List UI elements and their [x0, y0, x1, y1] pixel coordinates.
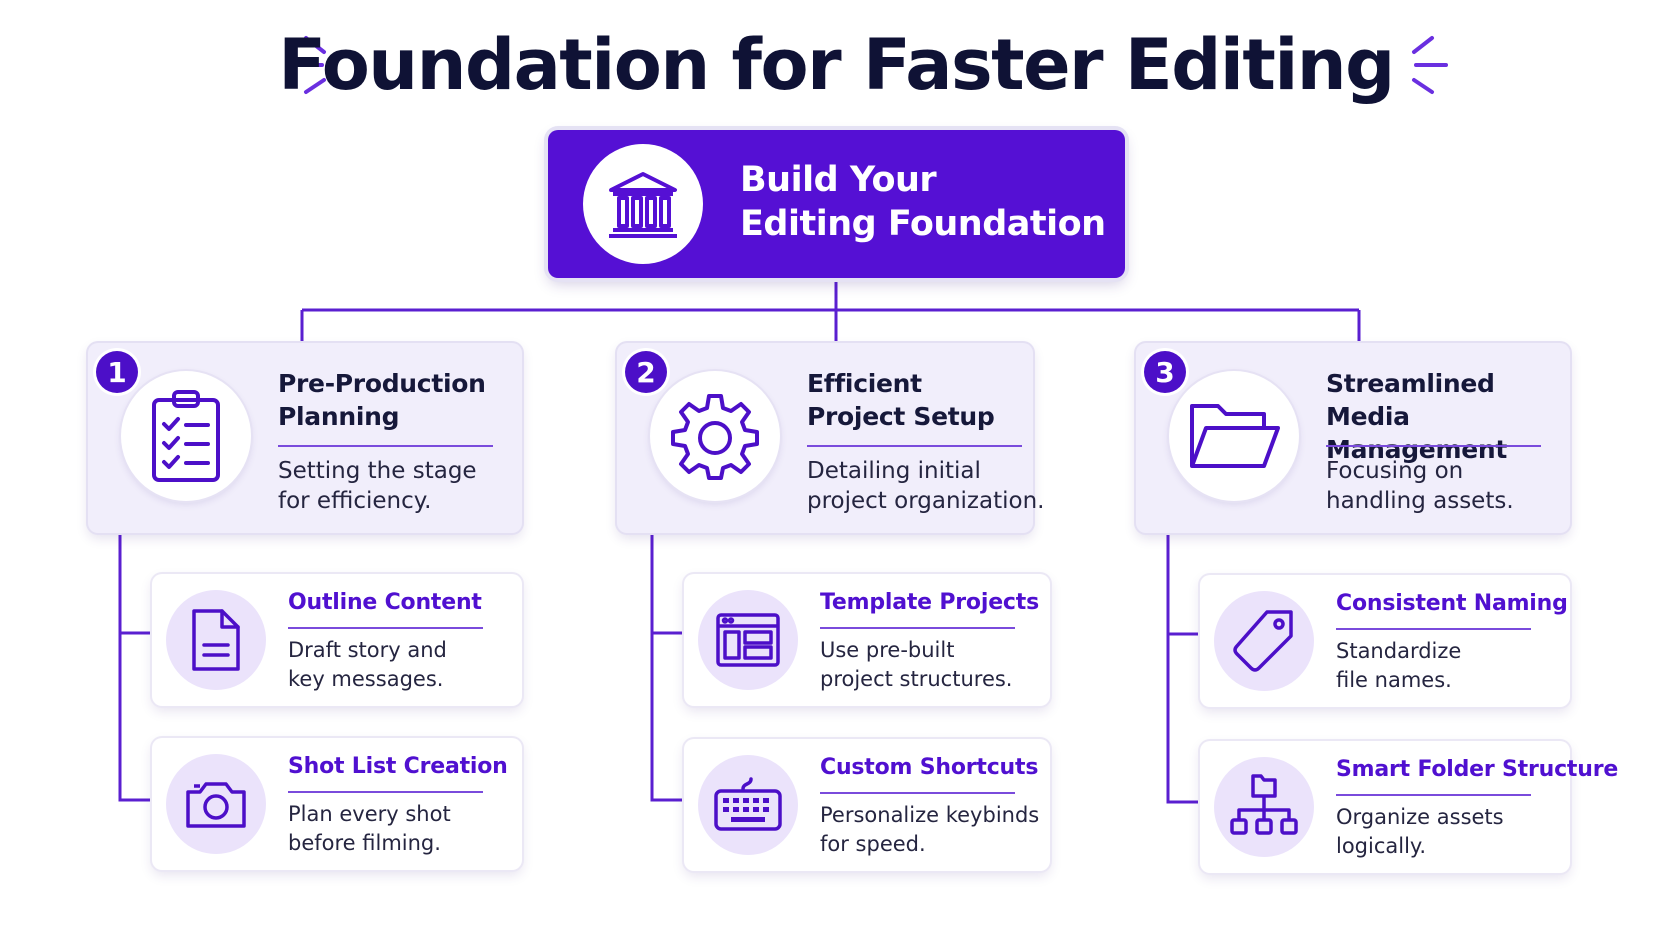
branch-title: Streamlined Media Management	[1326, 369, 1508, 464]
root-title: Build Your Editing Foundation	[740, 160, 1106, 244]
sub-title: Shot List Creation	[288, 754, 508, 779]
sub-divider	[1336, 794, 1531, 796]
branch-card-media-management: 3 Streamlined Media Management Focusing …	[1136, 343, 1570, 533]
sub-icon-circle	[166, 590, 266, 690]
sub-title: Custom Shortcuts	[820, 755, 1039, 780]
branch-divider	[807, 445, 1022, 447]
branch-divider	[1326, 445, 1541, 447]
sub-card-template-projects: Template Projects Use pre-built project …	[684, 574, 1050, 706]
sub-divider	[820, 627, 1015, 629]
sub-divider	[288, 791, 483, 793]
root-node: Build Your Editing Foundation	[548, 130, 1125, 278]
branch-description: Detailing initial project organization.	[807, 458, 1045, 514]
sub-card-outline-content: Outline Content Draft story and key mess…	[152, 574, 522, 706]
step-number-badge: 2	[625, 351, 667, 393]
left-sparkle-icon	[290, 36, 326, 94]
step-number-badge: 3	[1144, 351, 1186, 393]
branch-title: Efficient Project Setup	[807, 369, 995, 431]
root-icon-circle	[583, 144, 703, 264]
sub-divider	[288, 627, 483, 629]
folder-hierarchy-icon	[1230, 774, 1298, 835]
sub-card-shot-list: Shot List Creation Plan every shot befor…	[152, 738, 522, 870]
page-title: Foundation for Faster Editing	[278, 24, 1395, 106]
sub-title: Smart Folder Structure	[1336, 757, 1619, 782]
branch-icon-circle	[650, 371, 780, 501]
document-icon	[192, 609, 240, 671]
sub-icon-circle	[1214, 757, 1314, 857]
sub-title: Outline Content	[288, 590, 482, 615]
step-number-badge: 1	[96, 351, 138, 393]
keyboard-icon	[714, 777, 782, 831]
branch-divider	[278, 445, 493, 447]
sub-divider	[1336, 628, 1531, 630]
sub-divider	[820, 792, 1015, 794]
sub-description: Draft story and key messages.	[288, 638, 447, 691]
folder-icon	[1190, 404, 1280, 468]
clipboard-checklist-icon	[152, 390, 220, 482]
branch-card-project-setup: 2 Efficient Project Setup Detailing init…	[617, 343, 1044, 533]
sub-card-smart-folder: Smart Folder Structure Organize assets l…	[1200, 741, 1619, 873]
sub-description: Use pre-built project structures.	[820, 638, 1013, 691]
sub-card-consistent-naming: Consistent Naming Standardize file names…	[1200, 575, 1570, 707]
sub-description: Plan every shot before filming.	[288, 802, 451, 855]
sub-icon-circle	[698, 755, 798, 855]
sub-icon-circle	[698, 590, 798, 690]
institution-columns-icon	[609, 172, 677, 238]
branch-icon-circle	[121, 371, 251, 501]
template-layout-icon	[716, 613, 780, 667]
sub-description: Standardize file names.	[1336, 639, 1462, 692]
sub-title: Template Projects	[820, 590, 1039, 615]
camera-icon	[186, 782, 246, 828]
sub-title: Consistent Naming	[1336, 591, 1568, 616]
sub-icon-circle	[1214, 591, 1314, 691]
branch-card-pre-production: 1 Pre-Production Planning Setting the st…	[88, 343, 522, 533]
branch-description: Focusing on handling assets.	[1326, 458, 1514, 514]
gear-icon	[671, 394, 759, 480]
sub-description: Personalize keybinds for speed.	[820, 803, 1040, 856]
sub-icon-circle	[166, 754, 266, 854]
branch-title: Pre-Production Planning	[278, 369, 486, 431]
right-sparkle-icon	[1412, 36, 1448, 94]
branch-description: Setting the stage for efficiency.	[278, 458, 477, 514]
branch-icon-circle	[1169, 371, 1299, 501]
tag-icon	[1233, 610, 1293, 672]
sub-card-custom-shortcuts: Custom Shortcuts Personalize keybinds fo…	[684, 739, 1050, 871]
sub-description: Organize assets logically.	[1336, 805, 1504, 858]
